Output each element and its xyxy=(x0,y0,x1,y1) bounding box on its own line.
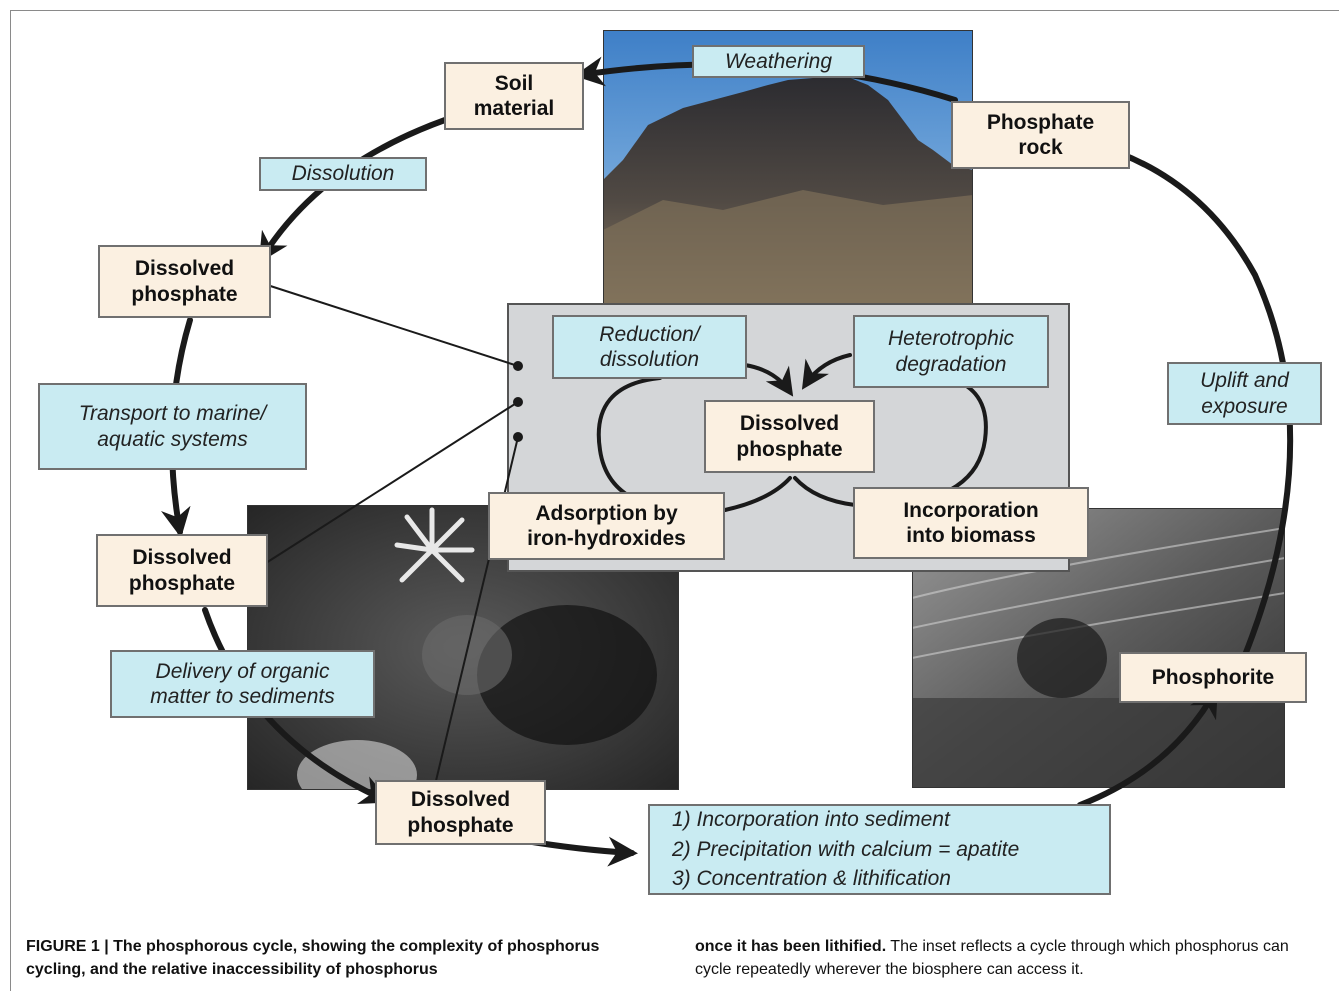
caption-right-text: The inset reflects a cycle through which… xyxy=(695,938,1289,979)
node-adsorption-iron-hydroxides: Adsorption by iron-hydroxides xyxy=(488,492,725,560)
process-transport: Transport to marine/ aquatic systems xyxy=(38,383,307,470)
node-dissolved-phosphate-1: Dissolved phosphate xyxy=(98,245,271,318)
caption-right-bold: once it has been lithified. xyxy=(695,938,887,955)
arrow-delivery xyxy=(202,607,391,804)
node-phosphate-rock: Phosphate rock xyxy=(951,101,1130,169)
phosphorite-outcrop-photo xyxy=(912,508,1285,788)
connector-dot xyxy=(513,397,523,407)
connector-line-1 xyxy=(257,281,519,367)
process-delivery: Delivery of organic matter to sediments xyxy=(110,650,375,718)
inset-arrow-to-biomass xyxy=(793,476,857,507)
mountain-photo xyxy=(603,30,973,305)
arrow-to-phosphorite xyxy=(1077,686,1219,808)
node-phosphorite: Phosphorite xyxy=(1119,652,1307,703)
process-sediment-steps: 1) Incorporation into sediment 2) Precip… xyxy=(648,804,1111,895)
process-uplift-exposure: Uplift and exposure xyxy=(1167,362,1322,425)
inset-arrow-to-adsorption xyxy=(723,476,792,512)
figure-caption-right: once it has been lithified. The inset re… xyxy=(695,935,1315,981)
inset-arrow-heterotrophic xyxy=(801,353,852,390)
node-dissolved-phosphate-2: Dissolved phosphate xyxy=(96,534,268,607)
figure-frame xyxy=(10,10,1339,991)
node-incorporation-biomass: Incorporation into biomass xyxy=(853,487,1089,559)
node-dissolved-phosphate-center: Dissolved phosphate xyxy=(704,400,875,473)
connector-dot xyxy=(513,432,523,442)
caption-left-bold: FIGURE 1 | The phosphorous cycle, showin… xyxy=(26,938,600,979)
node-soil-material: Soil material xyxy=(444,62,584,130)
node-dissolved-phosphate-3: Dissolved phosphate xyxy=(375,780,546,845)
connector-line-2 xyxy=(254,401,519,571)
process-reduction-dissolution: Reduction/ dissolution xyxy=(552,315,747,379)
connector-dot xyxy=(513,361,523,371)
figure-caption-left: FIGURE 1 | The phosphorous cycle, showin… xyxy=(26,935,626,981)
inset-arrow-reduction xyxy=(743,363,794,397)
connector-line-3 xyxy=(434,436,519,786)
process-heterotrophic-degradation: Heterotrophic degradation xyxy=(853,315,1049,388)
process-weathering: Weathering xyxy=(692,45,865,78)
process-dissolution: Dissolution xyxy=(259,157,427,191)
arrow-uplift xyxy=(1089,137,1294,658)
